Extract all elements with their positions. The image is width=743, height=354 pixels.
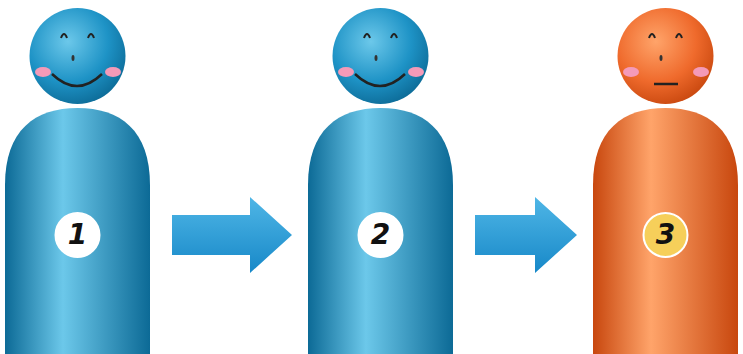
figure-illustration (308, 0, 453, 354)
mouth (654, 83, 678, 86)
eye (364, 34, 370, 38)
cheek (693, 67, 709, 77)
figure-body (593, 108, 738, 354)
block-arrow (475, 197, 577, 273)
eye (391, 34, 397, 38)
cheek (408, 67, 424, 77)
eye (649, 34, 655, 38)
figure-head (333, 8, 429, 104)
cheek (105, 67, 121, 77)
nose (72, 55, 75, 61)
person-figure: 3 (593, 0, 738, 354)
figure-head (30, 8, 126, 104)
figure-head (618, 8, 714, 104)
step-number: 3 (593, 218, 738, 252)
cheek (35, 67, 51, 77)
eye (61, 34, 67, 38)
figure-body (5, 108, 150, 354)
step-number: 1 (5, 218, 150, 252)
cheek (623, 67, 639, 77)
mouth (355, 74, 405, 86)
person-figure: 2 (308, 0, 453, 354)
cheek (338, 67, 354, 77)
figure-illustration (5, 0, 150, 354)
person-figure: 1 (5, 0, 150, 354)
block-arrow (172, 197, 292, 273)
eye (676, 34, 682, 38)
figure-body (308, 108, 453, 354)
step-number: 2 (308, 218, 453, 252)
nose (375, 55, 378, 61)
eye (88, 34, 94, 38)
nose (660, 55, 663, 61)
figure-illustration (593, 0, 738, 354)
mouth (52, 74, 102, 86)
